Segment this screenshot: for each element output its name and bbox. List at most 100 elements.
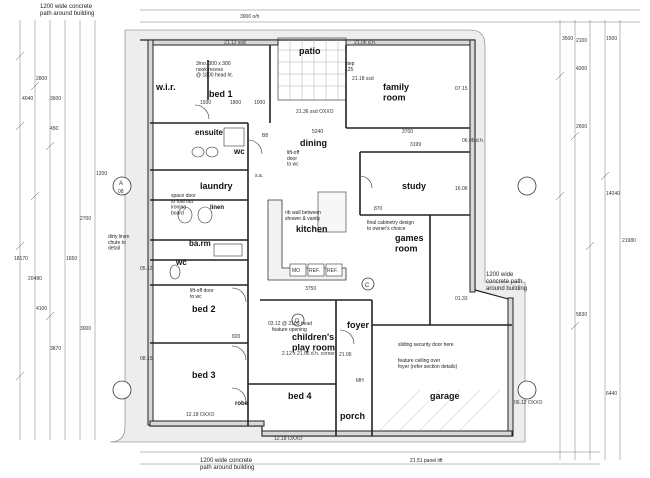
dining-label: dining <box>300 138 327 148</box>
dim-text: 05.12 <box>140 266 153 272</box>
dim-text: 21.06 <box>339 352 352 358</box>
bed2-label: bed 2 <box>192 304 216 314</box>
dim-text: 5830 <box>576 312 587 318</box>
wc2-label: wc <box>175 258 187 267</box>
dim-text: 2600 <box>576 124 587 130</box>
ensuite-label: ensuite <box>195 128 224 137</box>
linen-label: linen <box>210 205 224 211</box>
kitchen-appliance <box>325 263 343 277</box>
dim-text: 3750 <box>305 286 316 292</box>
section-marker-number: 08 <box>118 189 124 195</box>
dim-text: 1000 <box>254 100 265 106</box>
bathroom-label: ba.rm <box>189 239 211 248</box>
dim-text: 3900 o/h <box>240 14 260 20</box>
laundry-label: laundry <box>200 181 233 191</box>
kitchen-label: kitchen <box>296 224 328 234</box>
section-marker-label: A <box>119 181 123 187</box>
dim-text: 4300 <box>576 66 587 72</box>
dim-text: 820 <box>232 334 241 340</box>
dim-text: 12.18 OXXO <box>274 436 302 442</box>
dim-text: REF. <box>327 268 338 274</box>
study-label: study <box>402 181 426 191</box>
note-sa: s.a. <box>255 173 263 179</box>
dim-text: 21.06 d.h. <box>354 40 376 46</box>
dim-text: 3000 <box>80 326 91 332</box>
dim-text: 1200 <box>96 171 107 177</box>
dim-text: 06.06 d.h. <box>462 138 484 144</box>
dim-text: 20480 <box>28 276 42 282</box>
dim-text: 5240 <box>312 129 323 135</box>
patio-label: patio <box>299 46 321 56</box>
dim-text: 2800 <box>36 76 47 82</box>
dim-text: 18170 <box>14 256 28 262</box>
dim-text: 6440 <box>606 391 617 397</box>
porch-label: porch <box>340 411 365 421</box>
note-panel-lift: 21.51 panel lift <box>410 458 443 464</box>
kitchen-island <box>317 191 347 233</box>
dim-text: REF. <box>309 268 320 274</box>
robe-label: robe <box>235 401 249 407</box>
dim-text: 16.06 <box>455 186 468 192</box>
garage-label: garage <box>430 391 460 401</box>
dim-text: 01.33 <box>455 296 468 302</box>
dim-text: 1800 <box>230 100 241 106</box>
wc1-label: wc <box>233 147 245 156</box>
dimension-ticks <box>15 51 610 381</box>
dim-text: 07.15 <box>455 86 468 92</box>
bathroom-fixtures <box>169 127 245 280</box>
dim-text: 2.12 x 21.06 d.h. corner <box>282 351 335 357</box>
kitchen-appliance <box>289 263 307 277</box>
garage-floor <box>379 389 501 431</box>
dim-text: 12.18 OXXO <box>186 412 214 418</box>
dim-text: 3600 <box>50 96 61 102</box>
dim-text: 450 <box>50 126 59 132</box>
dim-text: 2700 <box>80 216 91 222</box>
dim-text: 870 <box>374 206 383 212</box>
wir-label: w.i.r. <box>155 82 176 92</box>
dim-text: 03.12 @ 2100 head <box>268 321 312 327</box>
note-sliding-door: sliding security door here <box>398 342 454 348</box>
dim-text: 21.12 ssd <box>224 40 246 46</box>
dim-text: 3700 <box>402 129 413 135</box>
dim-text: MO <box>292 268 300 274</box>
dim-text: B8 <box>262 133 268 139</box>
exterior-walls <box>147 39 514 437</box>
dim-text: 14040 <box>606 191 620 197</box>
kitchen-appliance <box>307 263 325 277</box>
bed1-label: bed 1 <box>209 89 233 99</box>
dim-text: 08.15 <box>140 356 153 362</box>
dimension-lines <box>19 9 640 465</box>
dim-text: 3199 <box>410 142 421 148</box>
dim-text: 4040 <box>22 96 33 102</box>
section-markers <box>112 176 537 400</box>
dim-text: MH <box>356 378 364 384</box>
dim-text: 1650 <box>66 256 77 262</box>
dim-text: 21.36 ssd OXXO <box>296 109 334 115</box>
dim-text: 06.12 OXXO <box>514 400 542 406</box>
marker-c: C <box>365 283 370 289</box>
interior-walls <box>150 45 512 436</box>
dim-text: 4100 <box>36 306 47 312</box>
dim-text: 1500 <box>606 36 617 42</box>
dim-text: 3500 <box>562 36 573 42</box>
dim-text: 1930 <box>200 100 211 106</box>
bed3-label: bed 3 <box>192 370 216 380</box>
bed4-label: bed 4 <box>288 391 312 401</box>
dim-text: 21.18 ssd <box>352 76 374 82</box>
door-swings <box>194 104 373 403</box>
